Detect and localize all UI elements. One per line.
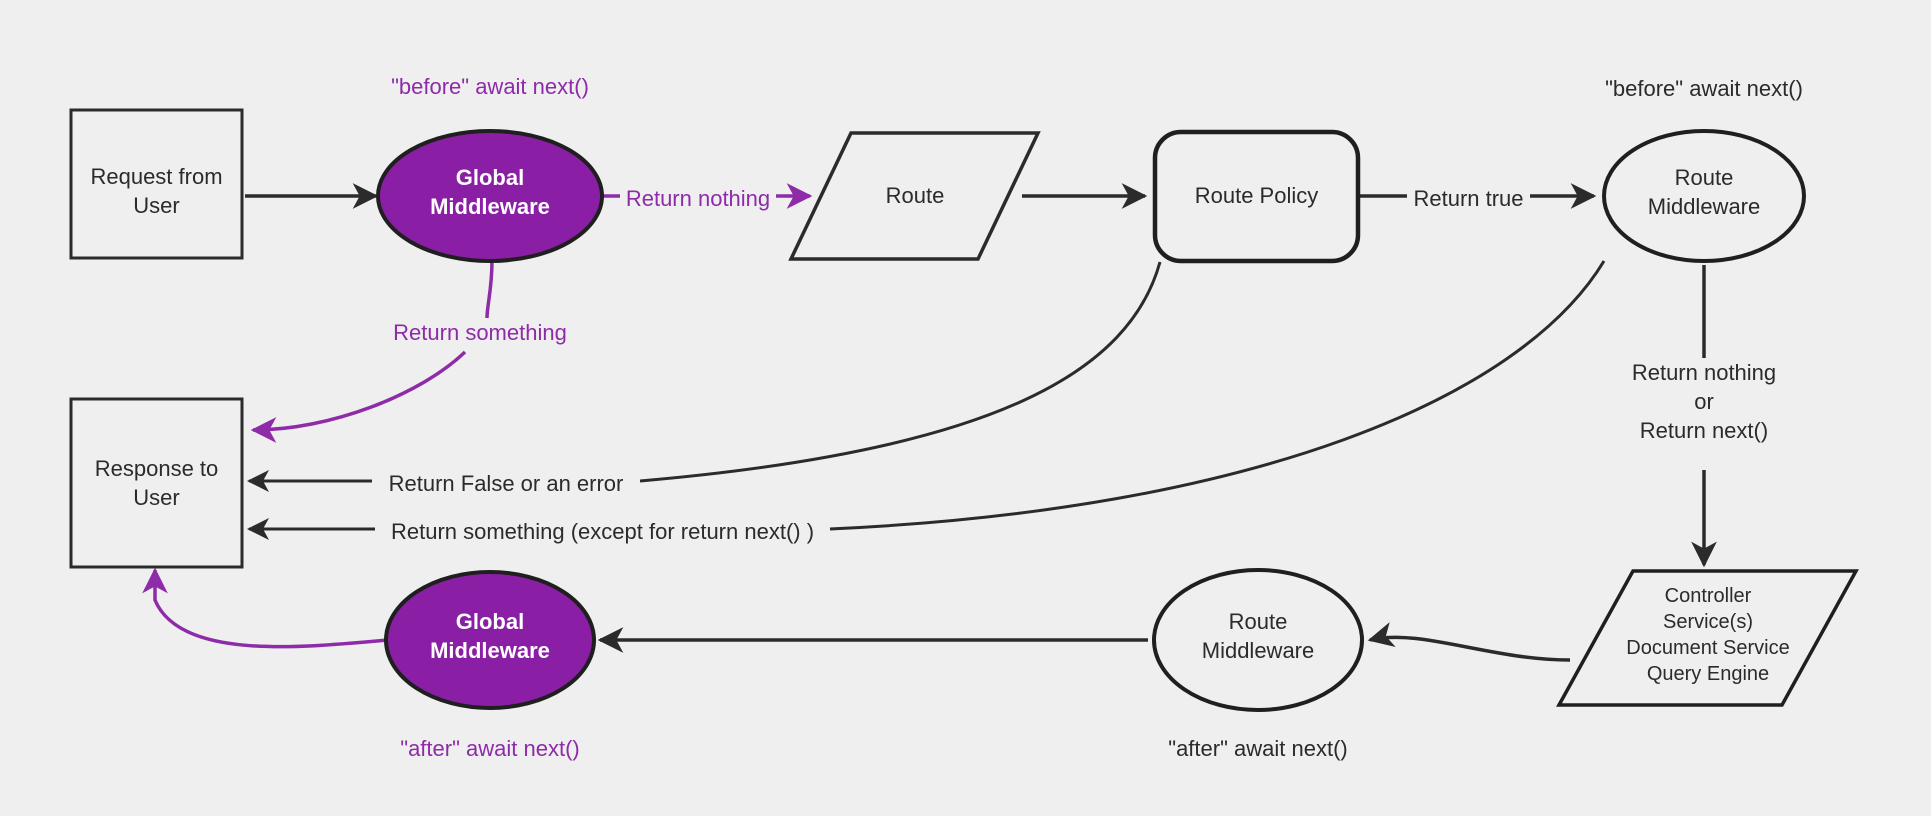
node-route-middleware-bottom[interactable]	[1152, 568, 1364, 712]
node-route-middleware-top[interactable]	[1602, 129, 1806, 263]
node-route-policy[interactable]	[1152, 129, 1361, 264]
node-global-middleware-top[interactable]	[376, 129, 604, 263]
edge-global-to-response	[250, 259, 494, 443]
edge-label-return-nothing-or-next: Return nothing or Return next()	[1631, 360, 1777, 444]
edge-label-return-something-except: Return something (except for return next…	[390, 519, 815, 544]
edge-label-return-something: Return something	[393, 320, 567, 345]
annotation-before-await-next-right: "before" await next()	[1605, 76, 1803, 101]
node-controller-services[interactable]	[1556, 569, 1859, 707]
edge-controller-to-route-middleware-bottom	[1367, 622, 1571, 662]
annotation-before-await-next-left: "before" await next()	[391, 74, 589, 99]
edge-label-return-true: Return true	[1413, 186, 1524, 211]
annotation-after-await-next-left: "after" await next()	[400, 736, 580, 761]
node-response-to-user[interactable]	[69, 397, 244, 569]
edge-global-bottom-to-response	[142, 567, 389, 649]
edge-label-return-nothing: Return nothing	[625, 186, 771, 211]
edge-route-middleware-to-response	[247, 260, 1606, 540]
edge-policy-to-response	[247, 261, 1162, 492]
node-route[interactable]	[788, 131, 1041, 261]
edge-label-return-false-or-error: Return False or an error	[388, 471, 624, 496]
node-global-middleware-bottom[interactable]	[384, 570, 596, 710]
node-request-from-user[interactable]	[69, 108, 244, 260]
annotation-after-await-next-right: "after" await next()	[1168, 736, 1348, 761]
